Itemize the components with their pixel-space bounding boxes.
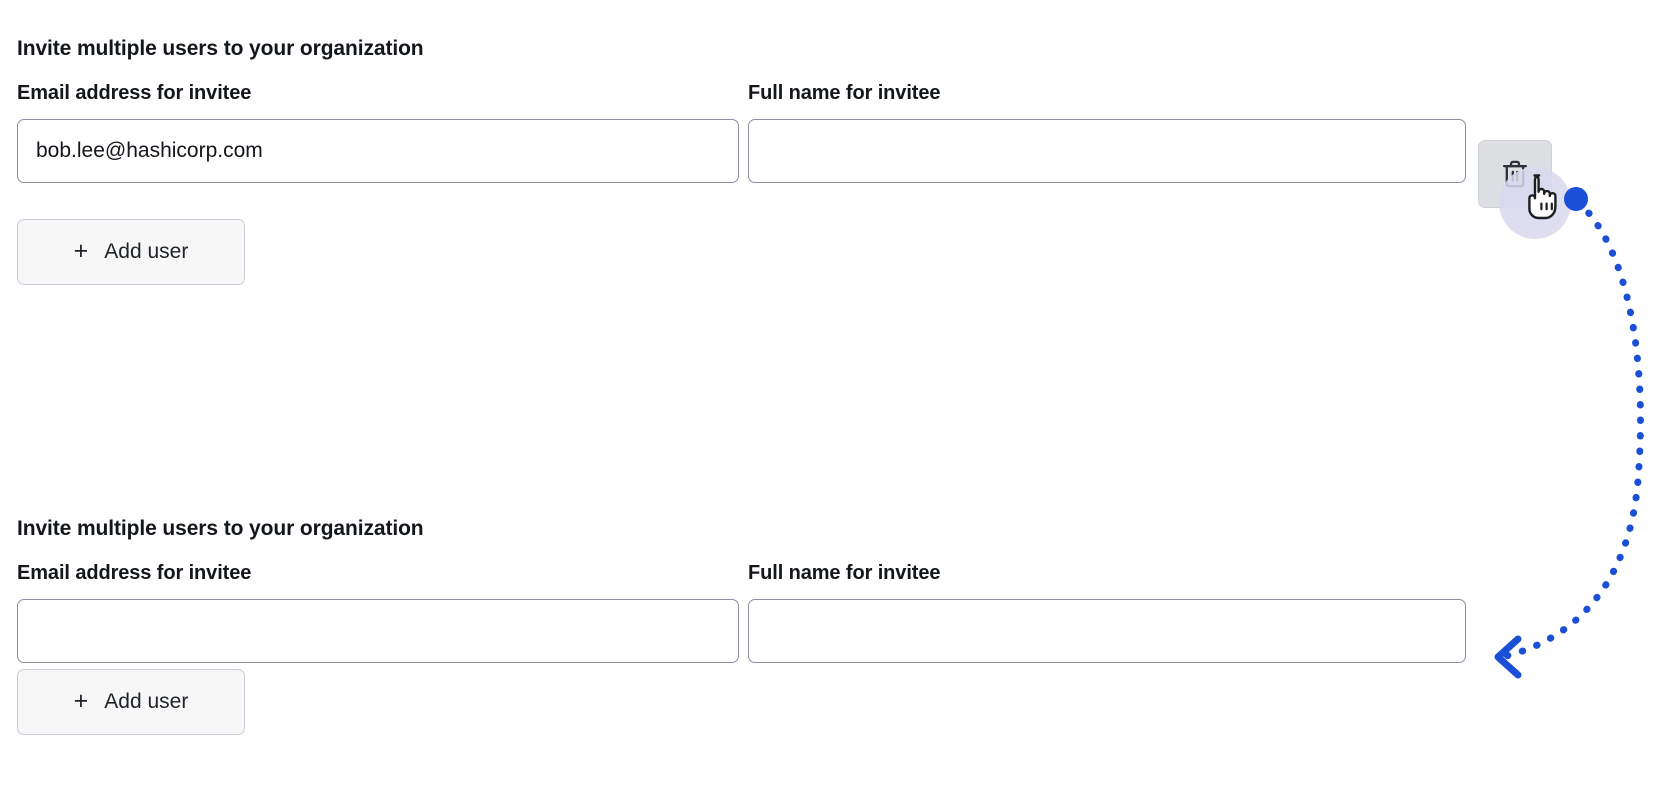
email-input[interactable] [17,119,739,183]
page-title: Invite multiple users to your organizati… [17,37,424,61]
add-user-button-label: Add user [104,240,189,263]
chevron-left-arrowhead [1494,635,1522,679]
email-input-bottom[interactable] [17,599,739,663]
field-group-fullname-top: Full name for invitee [748,80,1466,183]
fullname-field-label-bottom: Full name for invitee [748,562,941,584]
delete-invitee-button[interactable] [1478,140,1552,208]
add-user-button-bottom[interactable]: + Add user [17,669,245,735]
add-user-button[interactable]: + Add user [17,219,245,285]
plus-icon: + [73,686,89,715]
email-field-label-bottom: Email address for invitee [17,562,252,584]
field-group-fullname-bottom: Full name for invitee [748,560,1466,663]
fullname-field-label: Full name for invitee [748,82,941,104]
plus-icon: + [73,236,89,265]
annotation-arrow [1494,198,1644,679]
trash-icon [1501,159,1529,189]
page-title-secondary: Invite multiple users to your organizati… [17,517,424,541]
fullname-input[interactable] [748,119,1466,183]
field-group-email-top: Email address for invitee [17,80,739,183]
field-group-email-bottom: Email address for invitee [17,560,739,663]
add-user-button-label-bottom: Add user [104,690,189,713]
click-target-dot [1564,187,1588,211]
fullname-input-bottom[interactable] [748,599,1466,663]
email-field-label: Email address for invitee [17,82,252,104]
